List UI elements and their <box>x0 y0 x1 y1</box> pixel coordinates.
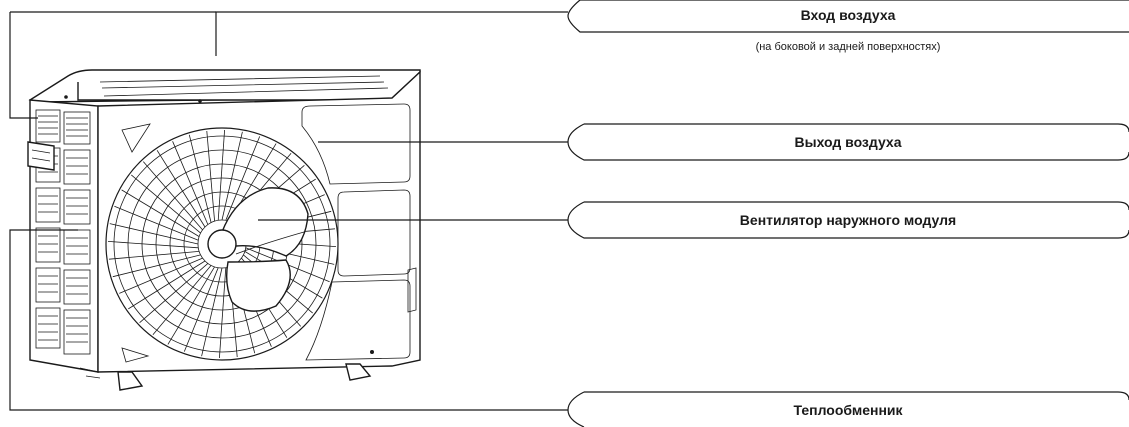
air-outlet-label: Выход воздуха <box>795 134 902 150</box>
air-inlet-note: (на боковой и задней поверхностях) <box>756 41 941 53</box>
heat-exchanger-label: Теплообменник <box>793 402 903 418</box>
outdoor-unit-illustration <box>28 70 420 390</box>
callout-air-outlet: Выход воздуха <box>318 124 1129 160</box>
air-inlet-label: Вход воздуха <box>801 7 896 23</box>
outdoor-fan-label: Вентилятор наружного модуля <box>740 212 956 228</box>
